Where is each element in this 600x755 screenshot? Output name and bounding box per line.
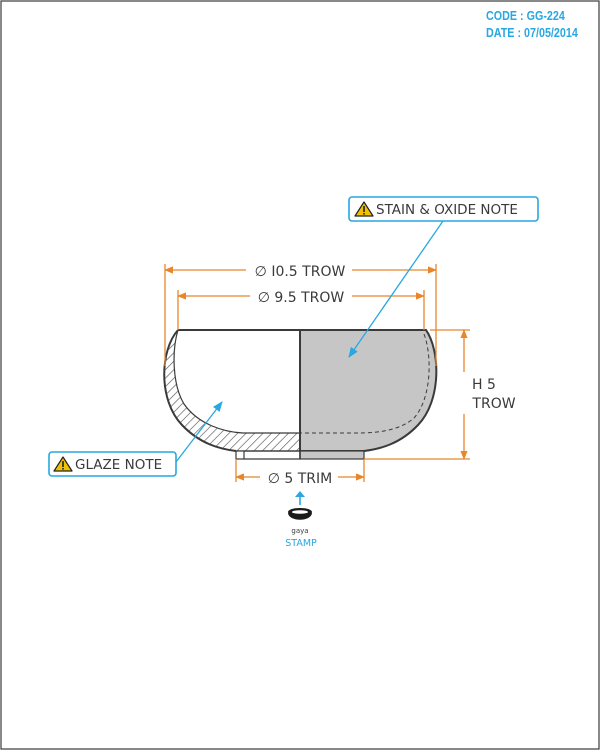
height-label-line2: TROW: [471, 396, 515, 412]
inner-diameter-label: ∅ 9.5 TROW: [258, 290, 345, 306]
glaze-note-box: [48, 451, 177, 477]
outer-profile-left: [163, 329, 237, 452]
stamp-marker: gaya STAMP: [285, 491, 317, 549]
arrow-up-icon: [295, 491, 305, 497]
stain-oxide-note-text: STAIN & OXIDE NOTE: [376, 202, 518, 218]
warning-icon: [53, 456, 73, 472]
glaze-note-text: GLAZE NOTE: [75, 457, 162, 473]
warning-icon: [354, 201, 374, 217]
stamp-brand: gaya: [291, 527, 308, 535]
stain-oxide-note-box: [348, 196, 539, 222]
product-code: CODE : GG-224: [486, 9, 565, 23]
glaze-leader: [175, 401, 223, 463]
interior-hidden-line: [300, 333, 430, 434]
bowl-section-left: [163, 329, 301, 460]
bowl-icon: [288, 508, 312, 520]
stamp-label: STAMP: [285, 538, 317, 549]
height-label-line1: H 5: [472, 377, 496, 393]
drawing-date: DATE : 07/05/2014: [486, 26, 578, 40]
wall-section-hatch: [163, 329, 301, 452]
outer-diameter-label: ∅ I0.5 TROW: [255, 264, 346, 280]
foot-diameter-label: ∅ 5 TRIM: [268, 471, 333, 487]
glaze-callout: GLAZE NOTE: [48, 401, 223, 477]
stain-oxide-leader: [348, 220, 444, 358]
dimension-lines: [164, 264, 470, 482]
foot-ring-left: [235, 450, 245, 460]
stain-oxide-callout: STAIN & OXIDE NOTE: [348, 196, 539, 358]
exterior-stain-area: [299, 329, 438, 452]
title-block: CODE : GG-224 DATE : 07/05/2014: [486, 8, 578, 42]
foot-ring-right: [299, 450, 365, 460]
bowl-exterior-right: [244, 329, 438, 460]
